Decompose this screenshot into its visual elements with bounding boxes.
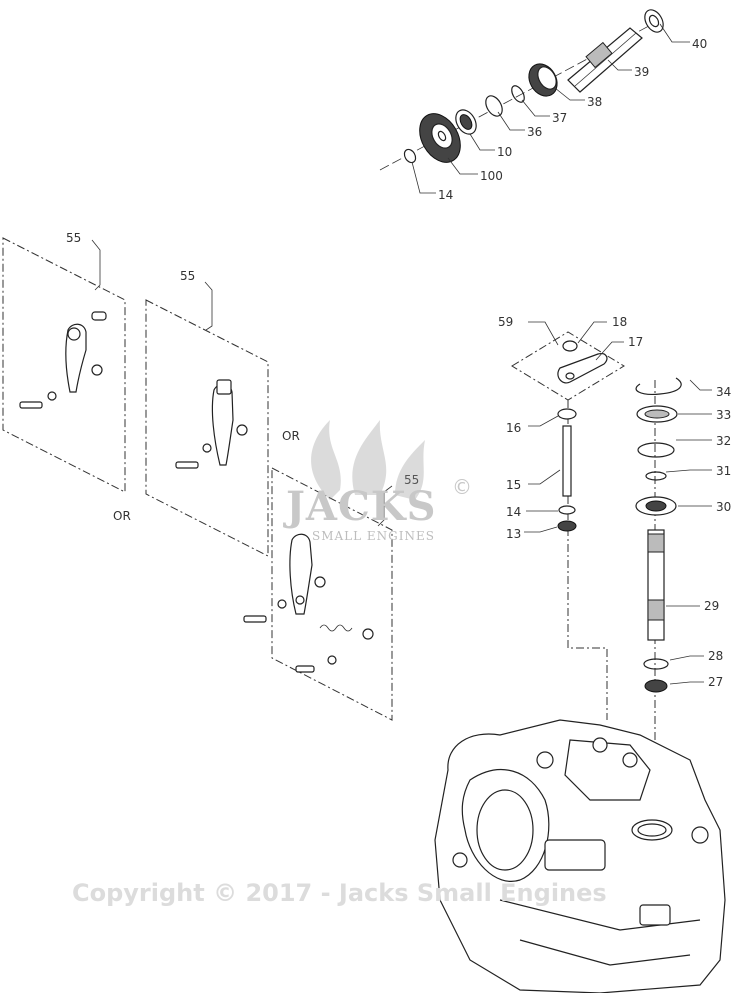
callout-29: 29 — [704, 599, 719, 613]
pin-column — [524, 400, 577, 640]
washer-36 — [485, 95, 503, 117]
bracket-assembly-59 — [511, 321, 625, 401]
shaft-39 — [567, 27, 643, 93]
callout-55-c: 55 — [404, 473, 419, 487]
callout-28: 28 — [708, 649, 723, 663]
callout-14-top: 14 — [438, 188, 453, 202]
shaft-column — [635, 377, 712, 760]
clip-14-top — [403, 148, 417, 164]
brake-arm-panel-1 — [2, 237, 126, 493]
or-label-left: OR — [113, 509, 131, 523]
callout-15: 15 — [506, 478, 521, 492]
callout-37: 37 — [552, 111, 567, 125]
callout-31: 31 — [716, 464, 731, 478]
callout-55-b: 55 — [180, 269, 195, 283]
callout-27: 27 — [708, 675, 723, 689]
callout-39: 39 — [634, 65, 649, 79]
callout-55-a: 55 — [66, 231, 81, 245]
sprocket-100 — [419, 113, 461, 163]
watermark-copyright: Copyright © 2017 - Jacks Small Engines — [72, 879, 607, 907]
gear-38 — [528, 63, 558, 97]
callout-16: 16 — [506, 421, 521, 435]
output-shaft-assembly — [379, 9, 690, 194]
washer-40 — [644, 9, 664, 33]
callout-38: 38 — [587, 95, 602, 109]
flame-logo — [311, 420, 425, 500]
watermark-subtitle: SMALL ENGINES — [312, 529, 435, 543]
callout-10: 10 — [497, 145, 512, 159]
or-label-right: OR — [282, 429, 300, 443]
callout-100: 100 — [480, 169, 503, 183]
part-callouts: 40 39 38 37 36 10 100 14 55 55 55 59 18 … — [66, 37, 731, 689]
callout-13: 13 — [506, 527, 521, 541]
bearing-10 — [455, 109, 477, 135]
ring-37 — [511, 85, 525, 103]
brake-arm-panel-2 — [145, 281, 269, 557]
transmission-housing — [434, 719, 726, 993]
callout-18: 18 — [612, 315, 627, 329]
callout-17: 17 — [628, 335, 643, 349]
watermark-registered-mark: © — [452, 475, 472, 499]
callout-40: 40 — [692, 37, 707, 51]
callout-14-mid: 14 — [506, 505, 521, 519]
jacks-watermark: JACKS © SMALL ENGINES Copyright © 2017 -… — [72, 420, 607, 907]
callout-32: 32 — [716, 434, 731, 448]
callout-34: 34 — [716, 385, 731, 399]
callout-33: 33 — [716, 408, 731, 422]
brake-arm-panel-3 — [243, 467, 393, 721]
callout-36: 36 — [527, 125, 542, 139]
callout-30: 30 — [716, 500, 731, 514]
callout-59: 59 — [498, 315, 513, 329]
watermark-brand: JACKS — [283, 483, 436, 530]
